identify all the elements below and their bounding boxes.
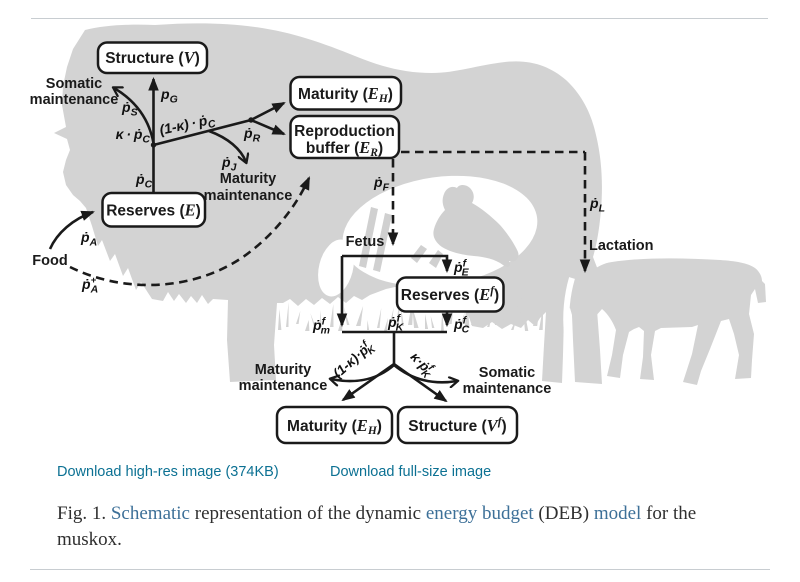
svg-text:ṗfm: ṗfm <box>312 316 330 337</box>
svg-text:maintenance: maintenance <box>463 381 552 397</box>
svg-text:Somatic: Somatic <box>46 76 102 92</box>
svg-text:Fetus: Fetus <box>346 234 385 250</box>
svg-text:(1-κ)·ṗfK: (1-κ)·ṗfK <box>329 337 379 384</box>
svg-text:buffer (ER): buffer (ER) <box>306 138 383 159</box>
svg-text:Maturity (EH): Maturity (EH) <box>287 416 382 437</box>
svg-text:Lactation: Lactation <box>589 238 653 254</box>
svg-text:Reserves (E): Reserves (E) <box>106 201 201 220</box>
svg-text:maintenance: maintenance <box>239 378 328 394</box>
svg-text:Maturity: Maturity <box>255 362 311 378</box>
svg-text:Food: Food <box>32 253 67 269</box>
svg-text:Reserves (Ef): Reserves (Ef) <box>401 285 499 304</box>
svg-text:ṗfC: ṗfC <box>453 315 470 336</box>
svg-text:Reproduction: Reproduction <box>294 123 395 140</box>
svg-text:Somatic: Somatic <box>479 365 535 381</box>
svg-text:maintenance: maintenance <box>30 92 119 108</box>
svg-text:Structure (Vf): Structure (Vf) <box>408 416 506 435</box>
svg-text:Maturity: Maturity <box>220 171 276 187</box>
svg-text:ṗfE: ṗfE <box>453 258 470 279</box>
svg-text:maintenance: maintenance <box>204 188 293 204</box>
svg-text:Structure (V): Structure (V) <box>105 48 200 67</box>
svg-text:ṗ+A: ṗ+A <box>81 275 98 296</box>
svg-text:κ · ṗC: κ · ṗC <box>116 126 151 146</box>
svg-text:Maturity (EH): Maturity (EH) <box>298 84 393 105</box>
